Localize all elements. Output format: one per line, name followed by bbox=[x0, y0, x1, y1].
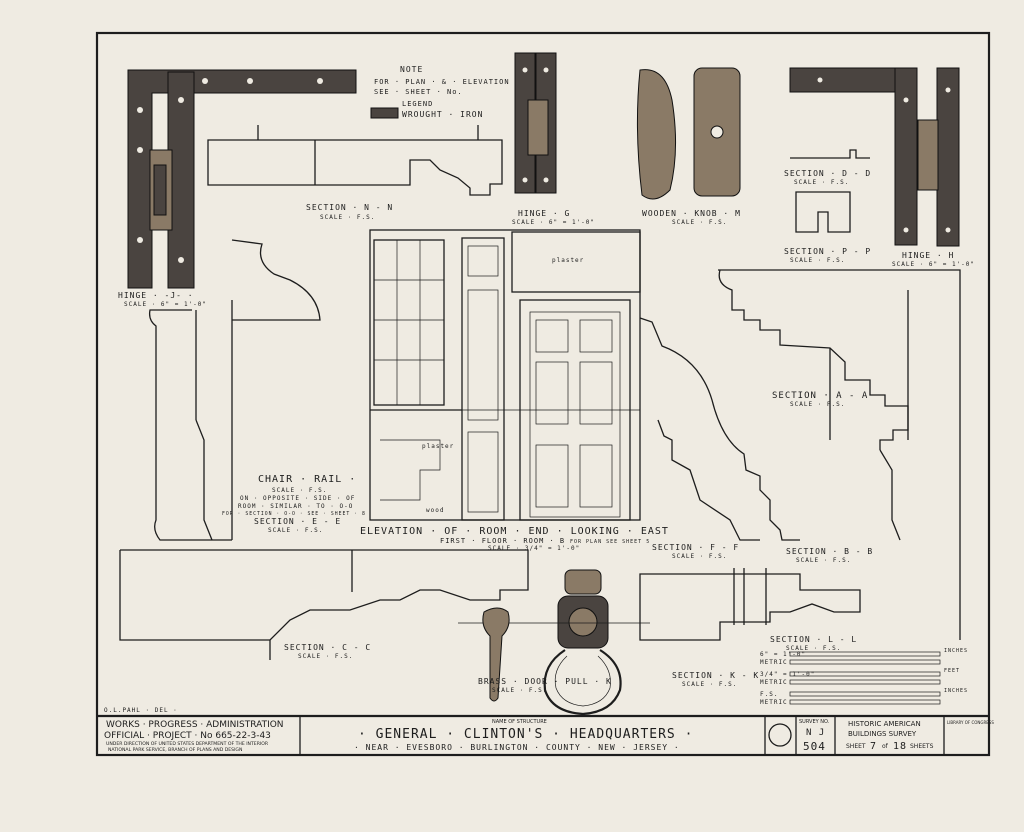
graphic-scale-3: F.S. METRIC INCHES bbox=[760, 688, 968, 706]
section-kk-scale: SCALE · F.S. bbox=[682, 681, 737, 688]
note-line-2: SEE · SHEET · No. bbox=[374, 88, 463, 96]
svg-text:INCHES: INCHES bbox=[944, 648, 968, 654]
section-cc-scale: SCALE · F.S. bbox=[298, 653, 353, 660]
section-ee-label: SECTION · E - E bbox=[254, 517, 341, 526]
hinge-g-scale: SCALE · 6" = 1'-0" bbox=[512, 219, 595, 226]
plaster-note-lower: plaster bbox=[422, 443, 454, 450]
svg-text:FEET: FEET bbox=[944, 668, 960, 674]
library-stamp: LIBRARY OF CONGRESS bbox=[947, 720, 994, 725]
section-dd-label: SECTION · D - D bbox=[784, 169, 871, 178]
wooden-knob-drawing bbox=[636, 67, 741, 200]
wpa-label: WORKS · PROGRESS · ADMINISTRATION bbox=[106, 720, 284, 730]
section-ll-label: SECTION · L - L bbox=[770, 635, 857, 644]
title-block bbox=[97, 714, 989, 755]
hinge-j-scale: SCALE · 6" = 1'-0" bbox=[124, 301, 207, 308]
section-cc-profile bbox=[119, 549, 529, 660]
direction-line-2: NATIONAL PARK SERVICE, BRANCH OF PLANS A… bbox=[108, 747, 242, 753]
knob-scale: SCALE · F.S. bbox=[672, 219, 727, 226]
section-nn-profile bbox=[207, 125, 503, 196]
section-nn-scale: SCALE · F.S. bbox=[320, 214, 375, 221]
section-ee-scale: SCALE · F.S. bbox=[268, 527, 323, 534]
hinge-g-label: HINGE · G bbox=[518, 209, 570, 218]
svg-text:METRIC: METRIC bbox=[760, 699, 788, 706]
section-bb-scale: SCALE · F.S. bbox=[796, 557, 851, 564]
section-pp-profile bbox=[795, 191, 851, 233]
direction-line-1: UNDER DIRECTION OF UNITED STATES DEPARTM… bbox=[106, 741, 269, 747]
sheet-number: 7 bbox=[870, 741, 877, 752]
door-pull-label: BRASS · DOOR · PULL · K bbox=[478, 677, 612, 686]
elevation-plan-note: FOR PLAN SEE SHEET 5 bbox=[570, 539, 650, 545]
room-elevation bbox=[369, 229, 641, 521]
svg-text:METRIC: METRIC bbox=[760, 679, 788, 686]
brass-door-pull-drawing bbox=[458, 569, 650, 716]
section-nn-label: SECTION · N - N bbox=[306, 203, 393, 212]
section-dd-profile bbox=[790, 149, 870, 159]
sheets-word: SHEETS bbox=[910, 743, 934, 750]
note-line-1: FOR · PLAN · & · ELEVATION bbox=[374, 78, 510, 86]
hinge-h-drawing bbox=[789, 67, 960, 247]
section-ll-scale: SCALE · F.S. bbox=[786, 645, 841, 652]
section-ff-lower-profile bbox=[657, 419, 760, 541]
svg-text:6" = 1'-0": 6" = 1'-0" bbox=[760, 651, 806, 658]
graphic-scale-2: 3/4" = 1'-0" METRIC FEET bbox=[760, 668, 960, 686]
sheet-total: 18 bbox=[893, 741, 907, 752]
section-kk-label: SECTION · K - K bbox=[672, 671, 759, 680]
chair-rail-profile bbox=[148, 239, 321, 541]
chair-rail-note-3: FOR · SECTION · O-O · SEE · SHEET · 8 bbox=[222, 511, 366, 517]
hinge-h-scale: SCALE · 6" = 1'-0" bbox=[892, 261, 975, 268]
section-ff-scale: SCALE · F.S. bbox=[672, 553, 727, 560]
elevation-scale: SCALE · 3/4" = 1'-0" bbox=[488, 545, 580, 552]
structure-name-label: NAME OF STRUCTURE bbox=[492, 719, 547, 725]
section-dd-scale: SCALE · F.S. bbox=[794, 179, 849, 186]
chair-rail-note-2: ROOM · SIMILAR · TO · O-O bbox=[238, 503, 353, 510]
section-ff-label: SECTION · F - F bbox=[652, 543, 739, 552]
chair-rail-label: CHAIR · RAIL · bbox=[258, 474, 356, 485]
hinge-j-drawing bbox=[127, 69, 357, 289]
elevation-title: ELEVATION · OF · ROOM · END · LOOKING · … bbox=[360, 526, 669, 537]
section-aa-profile bbox=[718, 269, 961, 640]
survey-state: N J bbox=[806, 728, 825, 738]
structure-location: · NEAR · EVESBORO · BURLINGTON · COUNTY … bbox=[354, 743, 680, 752]
project-number: OFFICIAL · PROJECT · No 665-22-3-43 bbox=[104, 731, 271, 741]
sheet-word: SHEET bbox=[846, 743, 866, 750]
section-ll-profile bbox=[639, 568, 861, 641]
legend-iron-swatch bbox=[370, 107, 399, 119]
section-ff-profile bbox=[639, 317, 800, 541]
svg-text:INCHES: INCHES bbox=[944, 688, 968, 694]
hinge-j-label: HINGE · -J- · bbox=[118, 291, 194, 300]
graphic-scale-1: 6" = 1'-0" METRIC INCHES bbox=[760, 648, 968, 666]
svg-text:F.S.: F.S. bbox=[760, 691, 778, 698]
legend-iron-label: WROUGHT · IRON bbox=[402, 110, 483, 119]
section-pp-label: SECTION · P - P bbox=[784, 247, 871, 256]
svg-text:3/4" = 1'-0": 3/4" = 1'-0" bbox=[760, 671, 815, 678]
elevation-subtitle: FIRST · FLOOR · ROOM · B bbox=[440, 537, 565, 545]
of-word: of bbox=[882, 743, 889, 750]
sheet-border bbox=[95, 31, 991, 757]
note-title: NOTE bbox=[400, 65, 423, 74]
section-cc-label: SECTION · C - C bbox=[284, 643, 371, 652]
habs-line-2: BUILDINGS SURVEY bbox=[848, 730, 917, 738]
survey-number-label: SURVEY NO. bbox=[799, 719, 830, 725]
structure-name: · GENERAL · CLINTON'S · HEADQUARTERS · bbox=[358, 727, 693, 742]
section-pp-scale: SCALE · F.S. bbox=[790, 257, 845, 264]
survey-number: 504 bbox=[803, 740, 826, 753]
section-aa-scale: SCALE · F.S. bbox=[790, 401, 845, 408]
svg-text:METRIC: METRIC bbox=[760, 659, 788, 666]
section-aa-label: SECTION · A - A bbox=[772, 391, 868, 401]
plaster-note-upper: plaster bbox=[552, 257, 584, 264]
door-pull-scale: SCALE · F.S. bbox=[492, 687, 547, 694]
habs-line-1: HISTORIC AMERICAN bbox=[848, 720, 921, 728]
drafter-credit: O.L.PAHL · DEL · bbox=[104, 707, 178, 714]
hinge-h-label: HINGE · H bbox=[902, 251, 954, 260]
wood-note: wood bbox=[426, 507, 444, 514]
chair-rail-scale: SCALE · F.S. bbox=[272, 487, 327, 494]
knob-label: WOODEN · KNOB · M bbox=[642, 209, 741, 218]
hab-seal-icon bbox=[768, 723, 792, 747]
section-bb-label: SECTION · B - B bbox=[786, 547, 873, 556]
chair-rail-note-1: ON · OPPOSITE · SIDE · OF bbox=[240, 495, 355, 502]
legend-title: LEGEND bbox=[402, 100, 433, 108]
hinge-g-drawing bbox=[514, 52, 557, 194]
